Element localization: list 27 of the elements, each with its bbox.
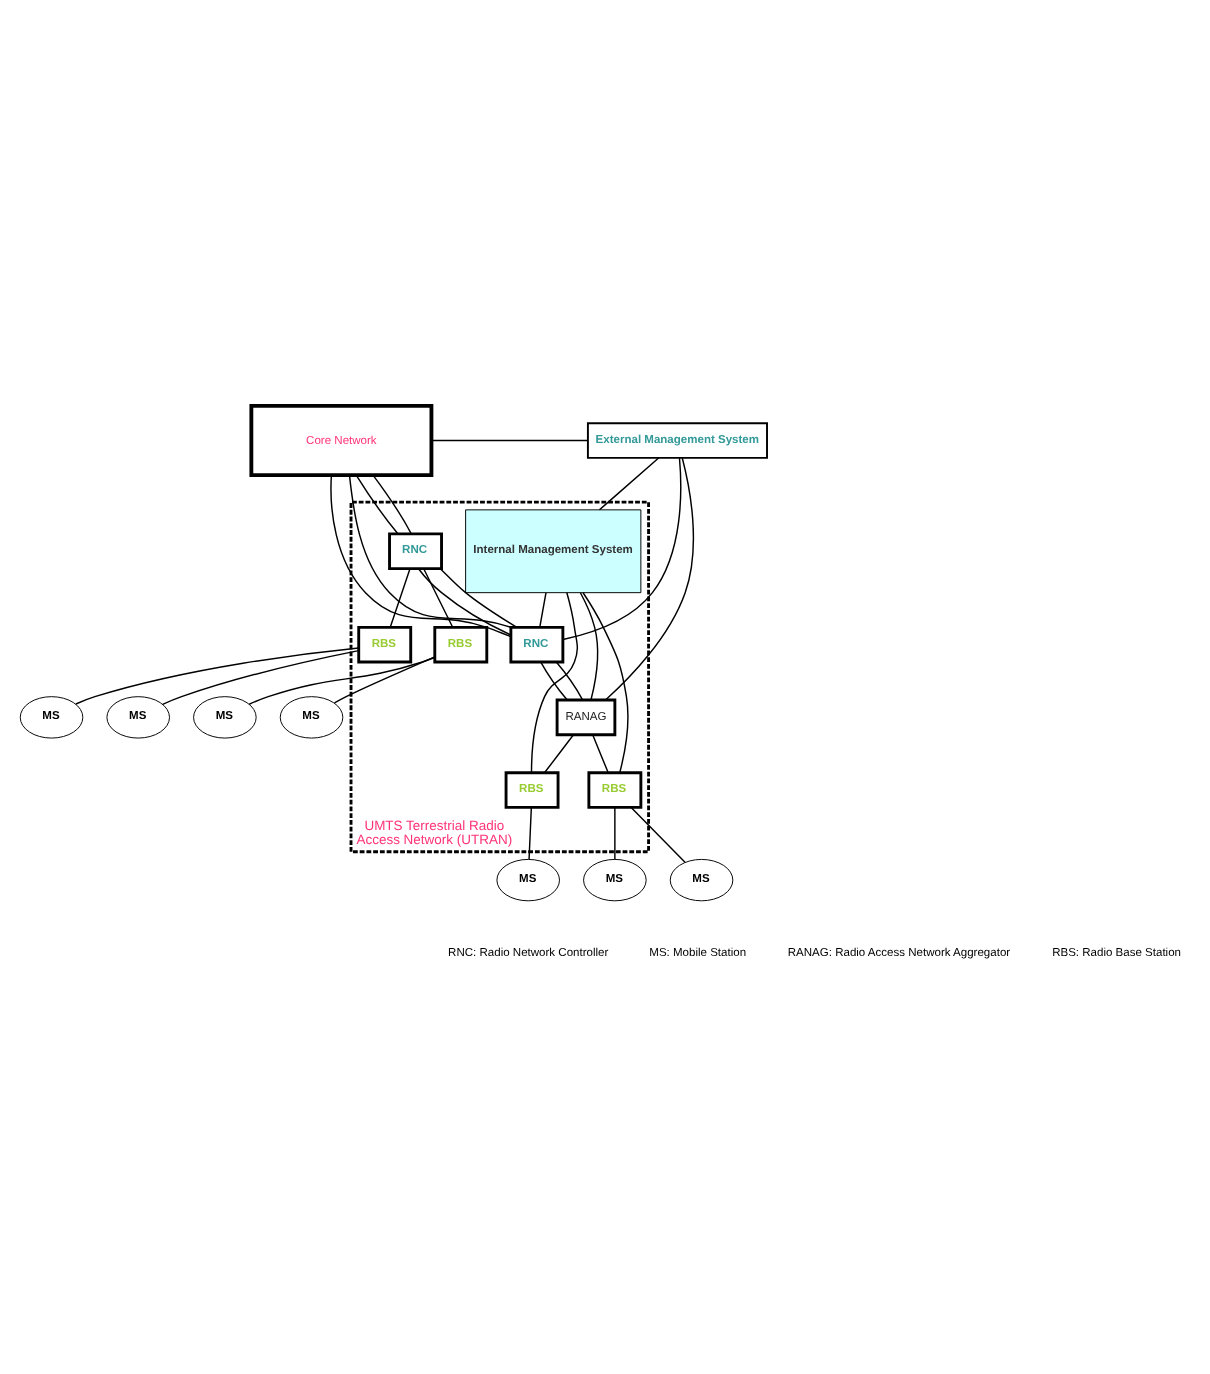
connector xyxy=(439,567,518,627)
connector xyxy=(355,473,399,534)
connector xyxy=(333,655,436,703)
connector xyxy=(75,646,360,704)
connector xyxy=(630,805,686,863)
connector xyxy=(348,473,512,627)
connector xyxy=(591,733,609,773)
connector xyxy=(530,591,579,773)
connector xyxy=(372,473,412,534)
connector xyxy=(430,438,589,441)
connector xyxy=(598,456,660,510)
connector xyxy=(555,660,584,700)
connector xyxy=(161,648,360,705)
connector xyxy=(614,805,616,859)
connector xyxy=(528,805,533,859)
connector xyxy=(330,473,512,637)
connector xyxy=(539,591,547,627)
connector xyxy=(582,591,629,773)
connector xyxy=(248,655,436,704)
connector xyxy=(540,660,568,700)
connector xyxy=(418,567,512,635)
connector xyxy=(562,456,682,640)
connector xyxy=(389,567,411,627)
connector xyxy=(543,733,575,773)
connector xyxy=(579,591,599,700)
connector xyxy=(604,456,695,700)
connector xyxy=(423,567,454,627)
